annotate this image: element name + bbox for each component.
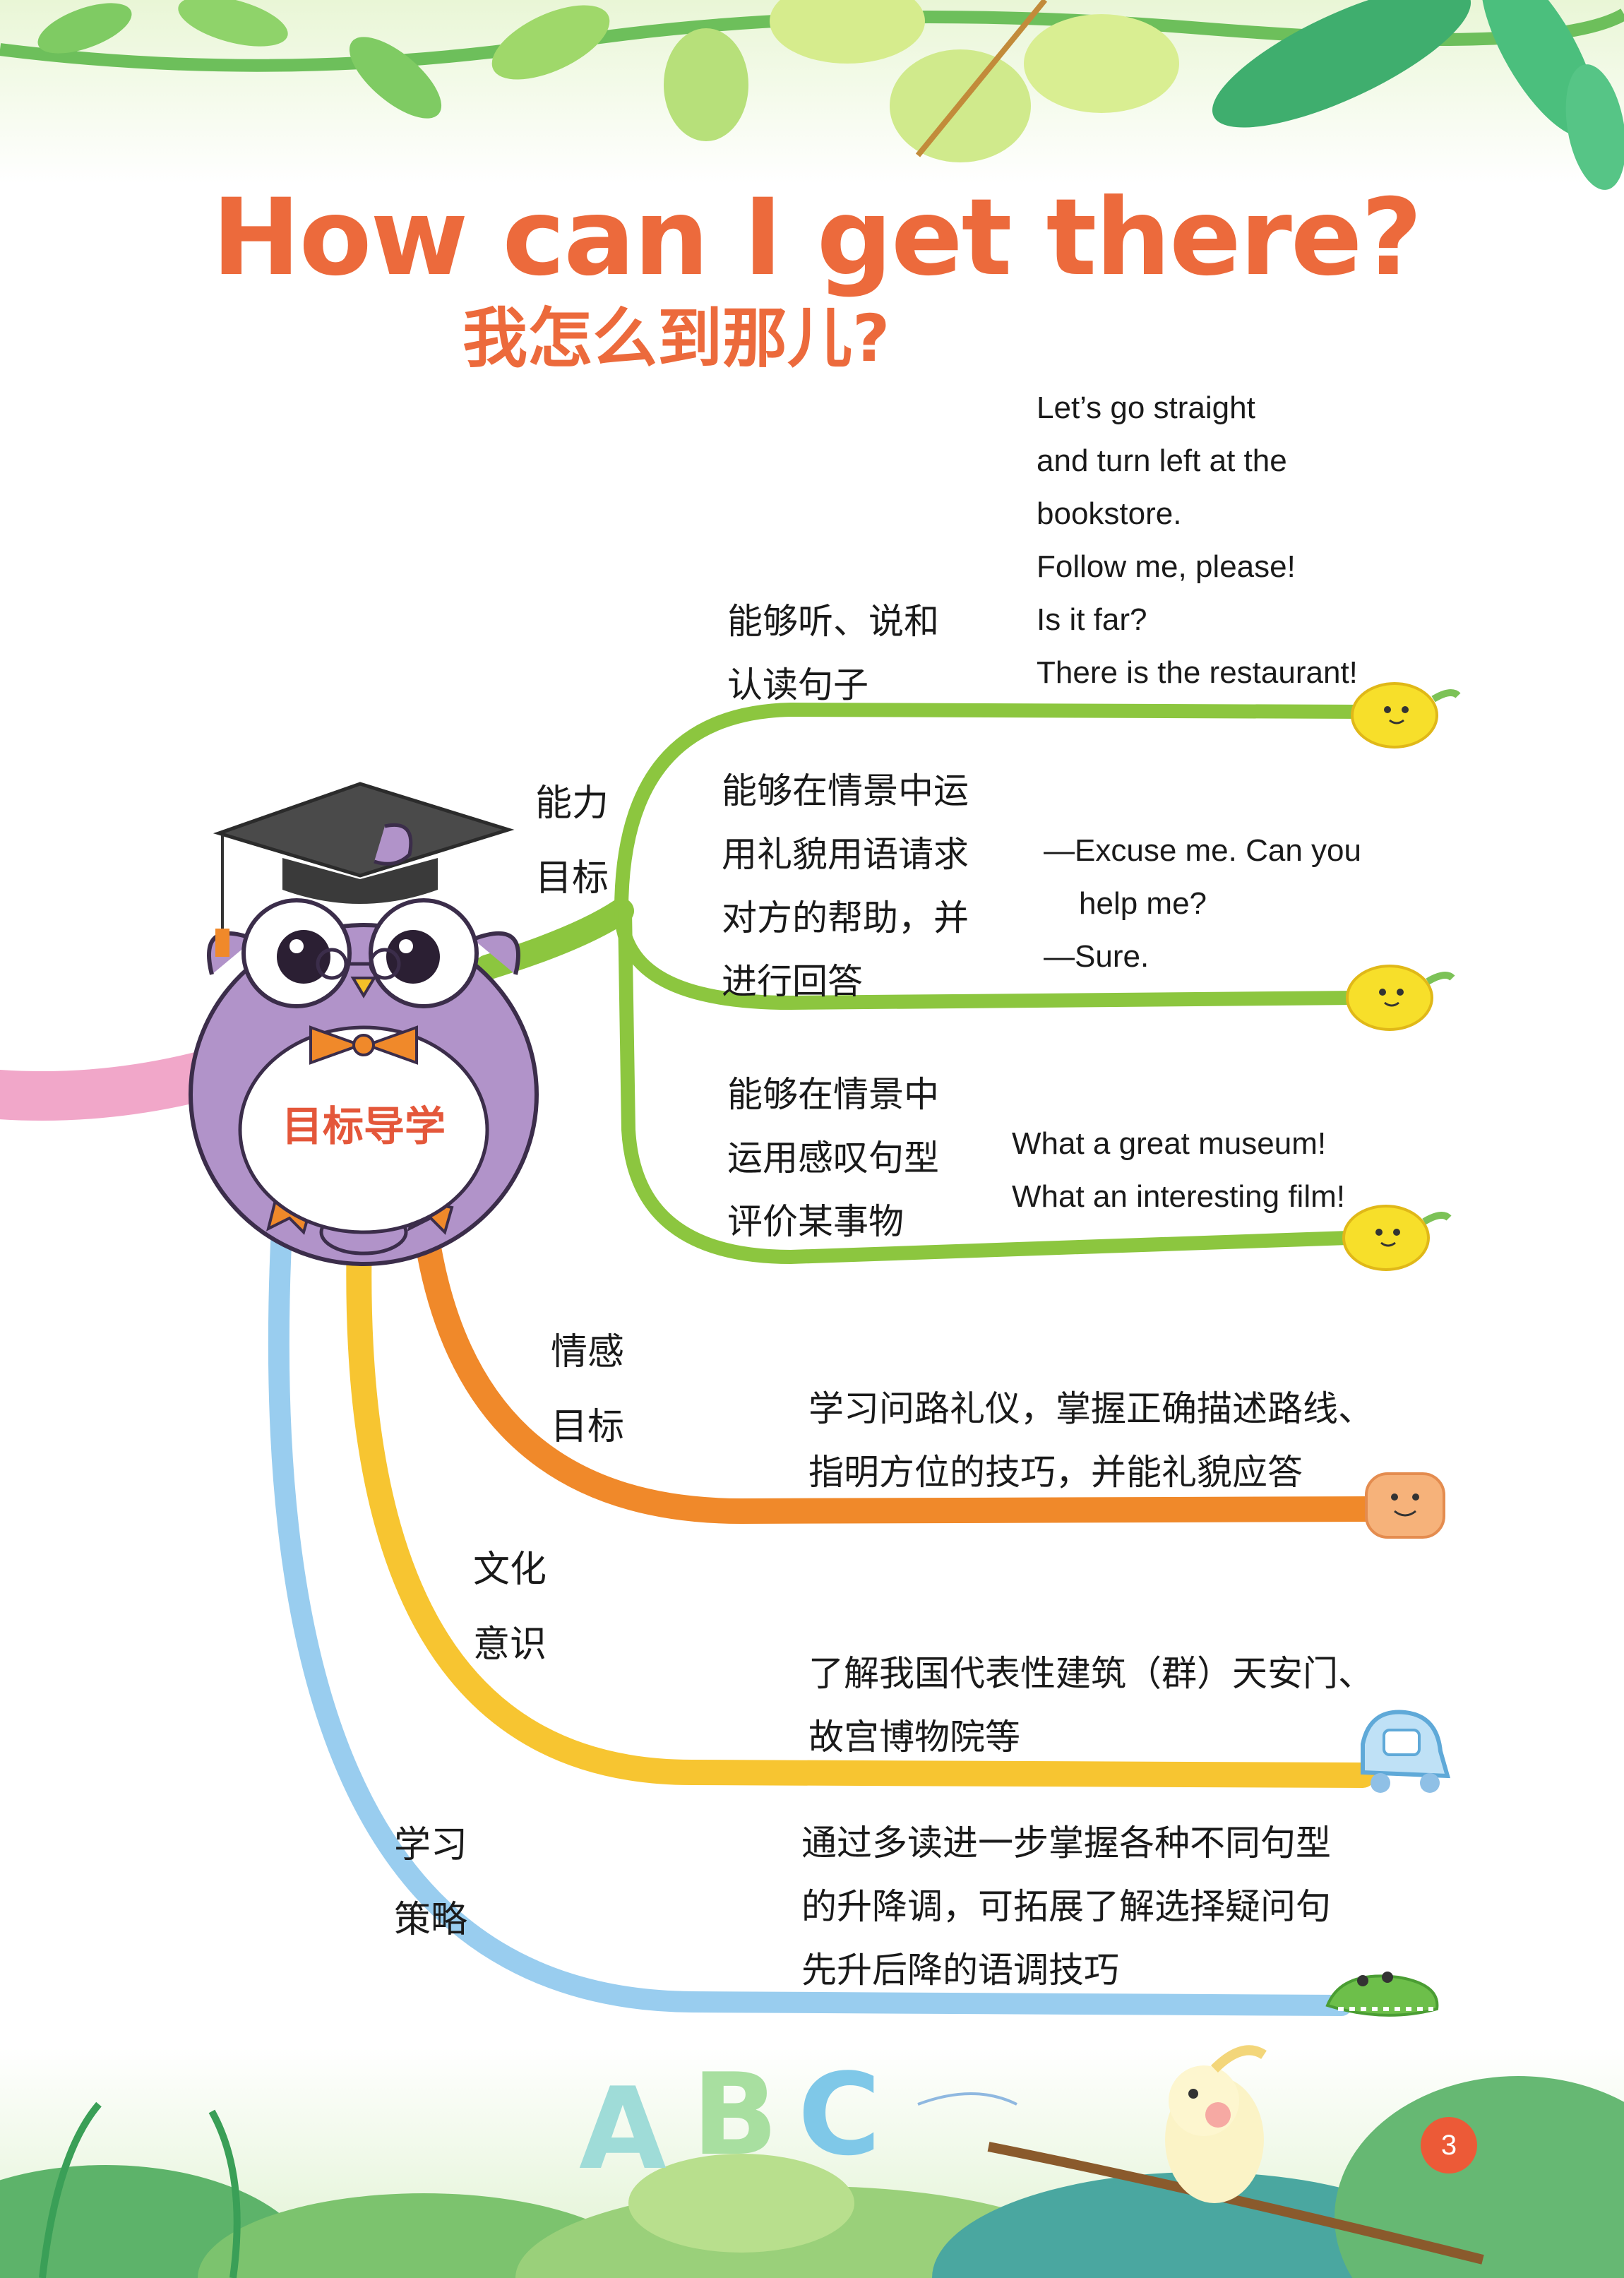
culture-desc: 了解我国代表性建筑（群）天安门、 故宫博物院等 xyxy=(808,1653,1373,1758)
lemon-icon xyxy=(1351,682,1461,749)
ability-example-2: —Excuse me. Can you help me? —Sure. xyxy=(1044,833,1361,974)
strategy-desc: 通过多读进一步掌握各种不同句型 的升降调，可拓展了解选择疑问句 先升后降的语调技… xyxy=(801,1823,1331,1991)
letter-a: A xyxy=(579,2063,667,2195)
branch-strategy xyxy=(268,1204,1352,2016)
cookie-icon xyxy=(1365,1472,1445,1539)
center-label: 目标导学 xyxy=(281,1102,446,1150)
bird-icon xyxy=(1165,2045,1267,2203)
lemon-icon xyxy=(1342,1205,1452,1271)
branch-ability-3 xyxy=(618,904,1356,1265)
branch-left xyxy=(0,1049,237,1121)
bushes-bottom: A B C xyxy=(0,2045,1624,2278)
ability-desc-1: 能够听、说和 认读句子 xyxy=(727,601,939,705)
category-strategy: 学习 策略 xyxy=(394,1824,468,1941)
category-emotion: 情感 目标 xyxy=(551,1331,625,1448)
page-number: 3 xyxy=(1421,2117,1477,2173)
music-note-icon xyxy=(917,2092,1017,2106)
letter-c: C xyxy=(798,2049,880,2181)
category-ability: 能力 目标 xyxy=(535,782,609,900)
crocodile-icon xyxy=(1325,1972,1439,2017)
branch-emotion xyxy=(411,1202,1383,1525)
car-icon xyxy=(1361,1710,1451,1793)
title-chinese: 我怎么到那儿? xyxy=(462,301,890,376)
vine-leaves-top xyxy=(0,0,1624,190)
category-culture: 文化 意识 xyxy=(473,1549,547,1666)
branch-ability-1 xyxy=(614,702,1370,918)
branch-culture xyxy=(346,1202,1375,1788)
graduation-cap-icon xyxy=(213,782,515,878)
abc-letters: A B C xyxy=(579,2049,880,2195)
ability-example-3: What a great museum! What an interesting… xyxy=(1012,1126,1345,1214)
title-english: How can I get there? xyxy=(212,177,1423,299)
ability-desc-2: 能够在情景中运 用礼貌用语请求 对方的帮助，并 进行回答 xyxy=(722,770,969,1002)
letter-b: B xyxy=(692,2049,778,2181)
emotion-desc: 学习问路礼仪，掌握正确描述路线、 指明方位的技巧，并能礼貌应答 xyxy=(808,1388,1373,1493)
lemon-icon xyxy=(1346,965,1455,1031)
ability-desc-3: 能够在情景中 运用感叹句型 评价某事物 xyxy=(727,1074,939,1242)
owl-icon xyxy=(189,782,539,1266)
ability-example-1: Let’s go straight and turn left at the b… xyxy=(1037,390,1358,690)
